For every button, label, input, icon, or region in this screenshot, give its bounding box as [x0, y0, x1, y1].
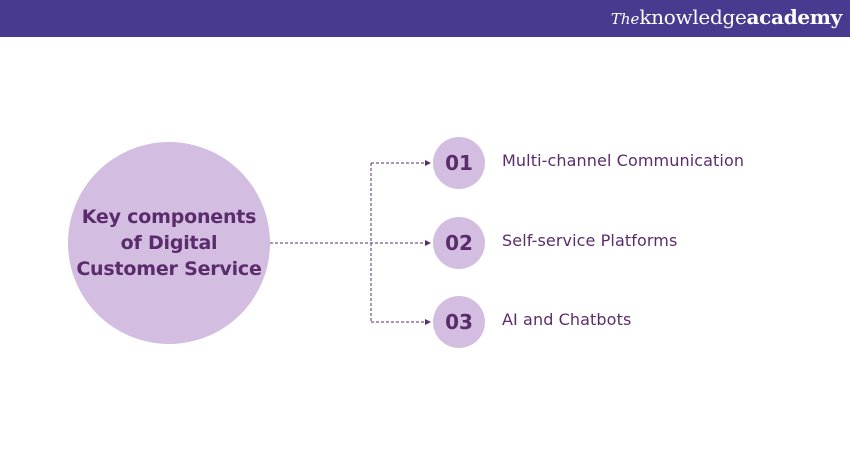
item-label-3: AI and Chatbots — [502, 310, 632, 329]
arrowhead-1 — [425, 160, 431, 166]
number-circle-1: 01 — [433, 137, 485, 189]
number-circle-3: 03 — [433, 296, 485, 348]
brand-knowledge: knowledge — [639, 5, 747, 29]
brand-the: The — [610, 10, 640, 28]
center-circle: Key components of Digital Customer Servi… — [68, 142, 270, 344]
number-circle-2: 02 — [433, 217, 485, 269]
item-label-2: Self-service Platforms — [502, 231, 678, 250]
arrowhead-3 — [425, 319, 431, 325]
item-label-1: Multi-channel Communication — [502, 151, 745, 170]
center-title: Key components of Digital Customer Servi… — [76, 206, 262, 280]
brand-academy: academy — [746, 5, 843, 29]
header-bar — [0, 0, 850, 37]
arrowhead-2 — [425, 240, 431, 246]
